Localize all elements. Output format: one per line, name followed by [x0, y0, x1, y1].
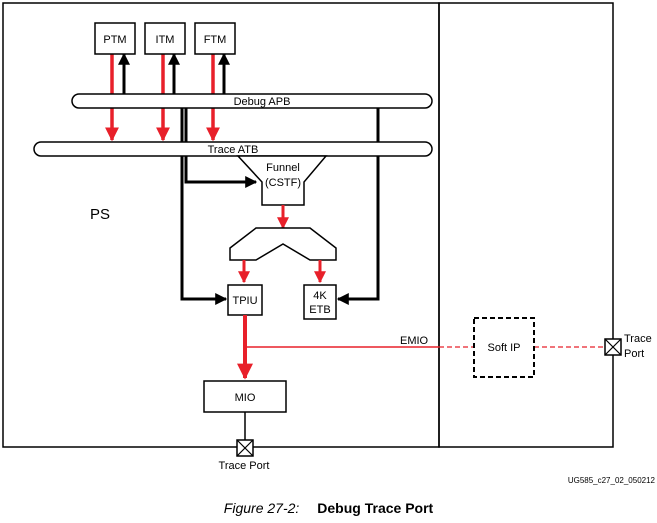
tpiu-label: TPIU	[232, 295, 257, 307]
trace-port-bottom-label: Trace Port	[219, 460, 270, 472]
itm-block	[144, 22, 186, 55]
soft-ip-block	[473, 317, 535, 378]
trace-atb-label: Trace ATB	[208, 144, 259, 156]
ftm-label: FTM	[204, 34, 227, 46]
trace-port-right-label-line1: Trace	[624, 333, 652, 345]
itm-label: ITM	[156, 34, 175, 46]
debug-trace-port-diagram: PS Debug APB Trace ATB PTM ITM FTM Funne…	[2, 2, 656, 485]
trace-atb-bus	[33, 141, 433, 157]
mio-label: MIO	[235, 392, 256, 404]
soft-ip-label: Soft IP	[487, 342, 520, 354]
debug-apb-label: Debug APB	[234, 96, 291, 108]
apb-to-etb-line	[336, 108, 380, 305]
ptm-block	[94, 22, 136, 55]
figure-title: Debug Trace Port	[317, 500, 434, 516]
ps-label: PS	[90, 206, 110, 223]
trace-port-right-pad	[604, 338, 622, 356]
apb-to-tpiu-line	[180, 108, 228, 305]
etb-label-line2: ETB	[309, 304, 330, 316]
mio-block	[203, 380, 287, 413]
funnel-label-line1: Funnel	[266, 162, 300, 174]
replicator-block	[229, 227, 337, 261]
apb-to-funnel-line	[184, 108, 258, 188]
funnel-block	[236, 155, 328, 206]
trace-port-right-label-line2: Port	[624, 348, 644, 360]
figure-caption: Figure 27-2: Debug Trace Port	[0, 500, 657, 516]
emio-label: EMIO	[400, 335, 429, 347]
figure-number: Figure 27-2:	[223, 500, 300, 516]
etb-block	[303, 284, 337, 320]
ptm-label: PTM	[103, 34, 126, 46]
tpiu-block	[227, 284, 263, 316]
etb-label-line1: 4K	[313, 290, 327, 302]
ftm-block	[194, 22, 236, 55]
trace-port-bottom-pad	[236, 439, 254, 457]
funnel-label-line2: (CSTF)	[265, 177, 301, 189]
pl-region	[438, 2, 614, 448]
document-id: UG585_c27_02_050212	[568, 476, 656, 485]
debug-apb-bus	[71, 93, 433, 109]
